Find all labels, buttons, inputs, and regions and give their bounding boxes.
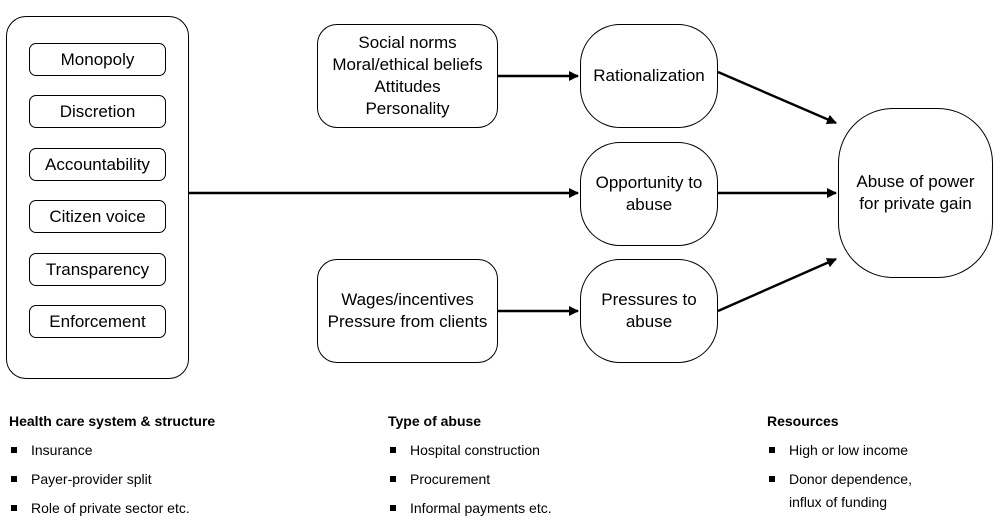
section-type-of-abuse: Type of abuse Hospital construction Proc… [388,412,552,528]
list-item: Role of private sector etc. [9,499,215,517]
opportunity-box: Opportunity to abuse [580,142,718,246]
list-item: Informal payments etc. [388,499,552,517]
arrow-pressures-to-outcome [717,257,837,313]
factor-accountability: Accountability [29,148,166,181]
social-factors-box: Social norms Moral/ethical beliefs Attit… [317,24,498,128]
section-title: Type of abuse [388,413,482,429]
rationalization-box: Rationalization [580,24,718,128]
list-item: Hospital construction [388,441,552,459]
list-item: Insurance [9,441,215,459]
wages-pressure-box: Wages/incentives Pressure from clients [317,259,498,363]
list-item: Donor dependence, [767,470,912,488]
factor-discretion: Discretion [29,95,166,128]
section-title: Resources [767,413,839,429]
factor-enforcement: Enforcement [29,305,166,338]
factor-monopoly: Monopoly [29,43,166,76]
arrow-rationalization-to-outcome [717,70,837,125]
section-title: Health care system & structure [9,413,216,429]
section-resources: Resources High or low income Donor depen… [767,412,912,522]
list-item-continuation: influx of funding [789,494,888,510]
factor-citizen-voice: Citizen voice [29,200,166,233]
factor-transparency: Transparency [29,253,166,286]
outcome-box: Abuse of power for private gain [838,108,993,278]
pressures-box: Pressures to abuse [580,259,718,363]
list-item: Payer-provider split [9,470,215,488]
list-item: High or low income [767,441,912,459]
list-item: Procurement [388,470,552,488]
section-health-care-system: Health care system & structure Insurance… [9,412,215,528]
